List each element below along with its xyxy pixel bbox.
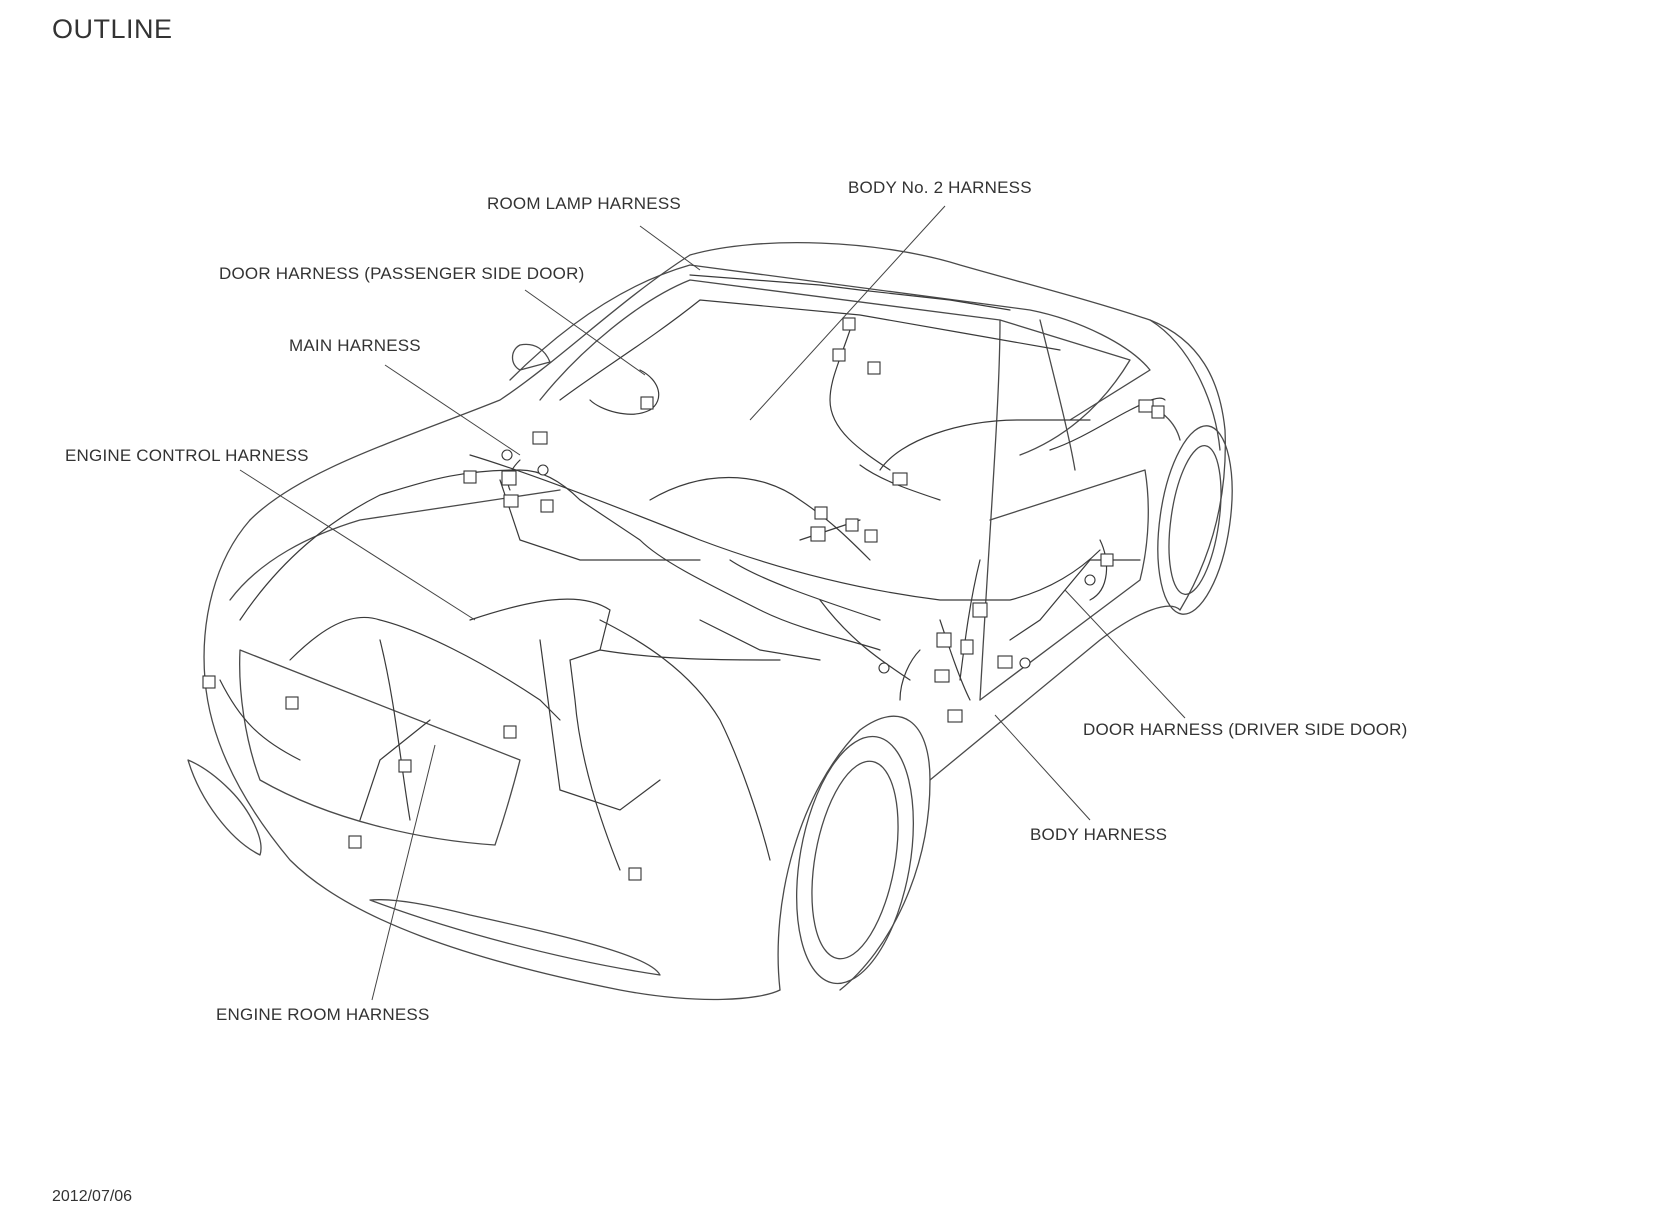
car-body-outline: [187, 242, 1233, 1001]
label-door-harness-passenger: DOOR HARNESS (PASSENGER SIDE DOOR): [219, 264, 585, 283]
label-body-harness: BODY HARNESS: [1030, 825, 1168, 844]
label-main-harness: MAIN HARNESS: [289, 336, 421, 355]
harness-connectors: [202, 317, 1165, 881]
page-title: OUTLINE: [52, 14, 173, 44]
harness-wires: [219, 274, 1166, 871]
label-engine-room-harness: ENGINE ROOM HARNESS: [216, 1005, 430, 1024]
leader-lines: [239, 205, 1186, 1001]
label-body-no2-harness: BODY No. 2 HARNESS: [848, 178, 1032, 197]
footer-date: 2012/07/06: [52, 1188, 133, 1205]
label-room-lamp-harness: ROOM LAMP HARNESS: [487, 194, 681, 213]
label-engine-control-harness: ENGINE CONTROL HARNESS: [65, 446, 309, 465]
label-door-harness-driver: DOOR HARNESS (DRIVER SIDE DOOR): [1083, 720, 1408, 739]
